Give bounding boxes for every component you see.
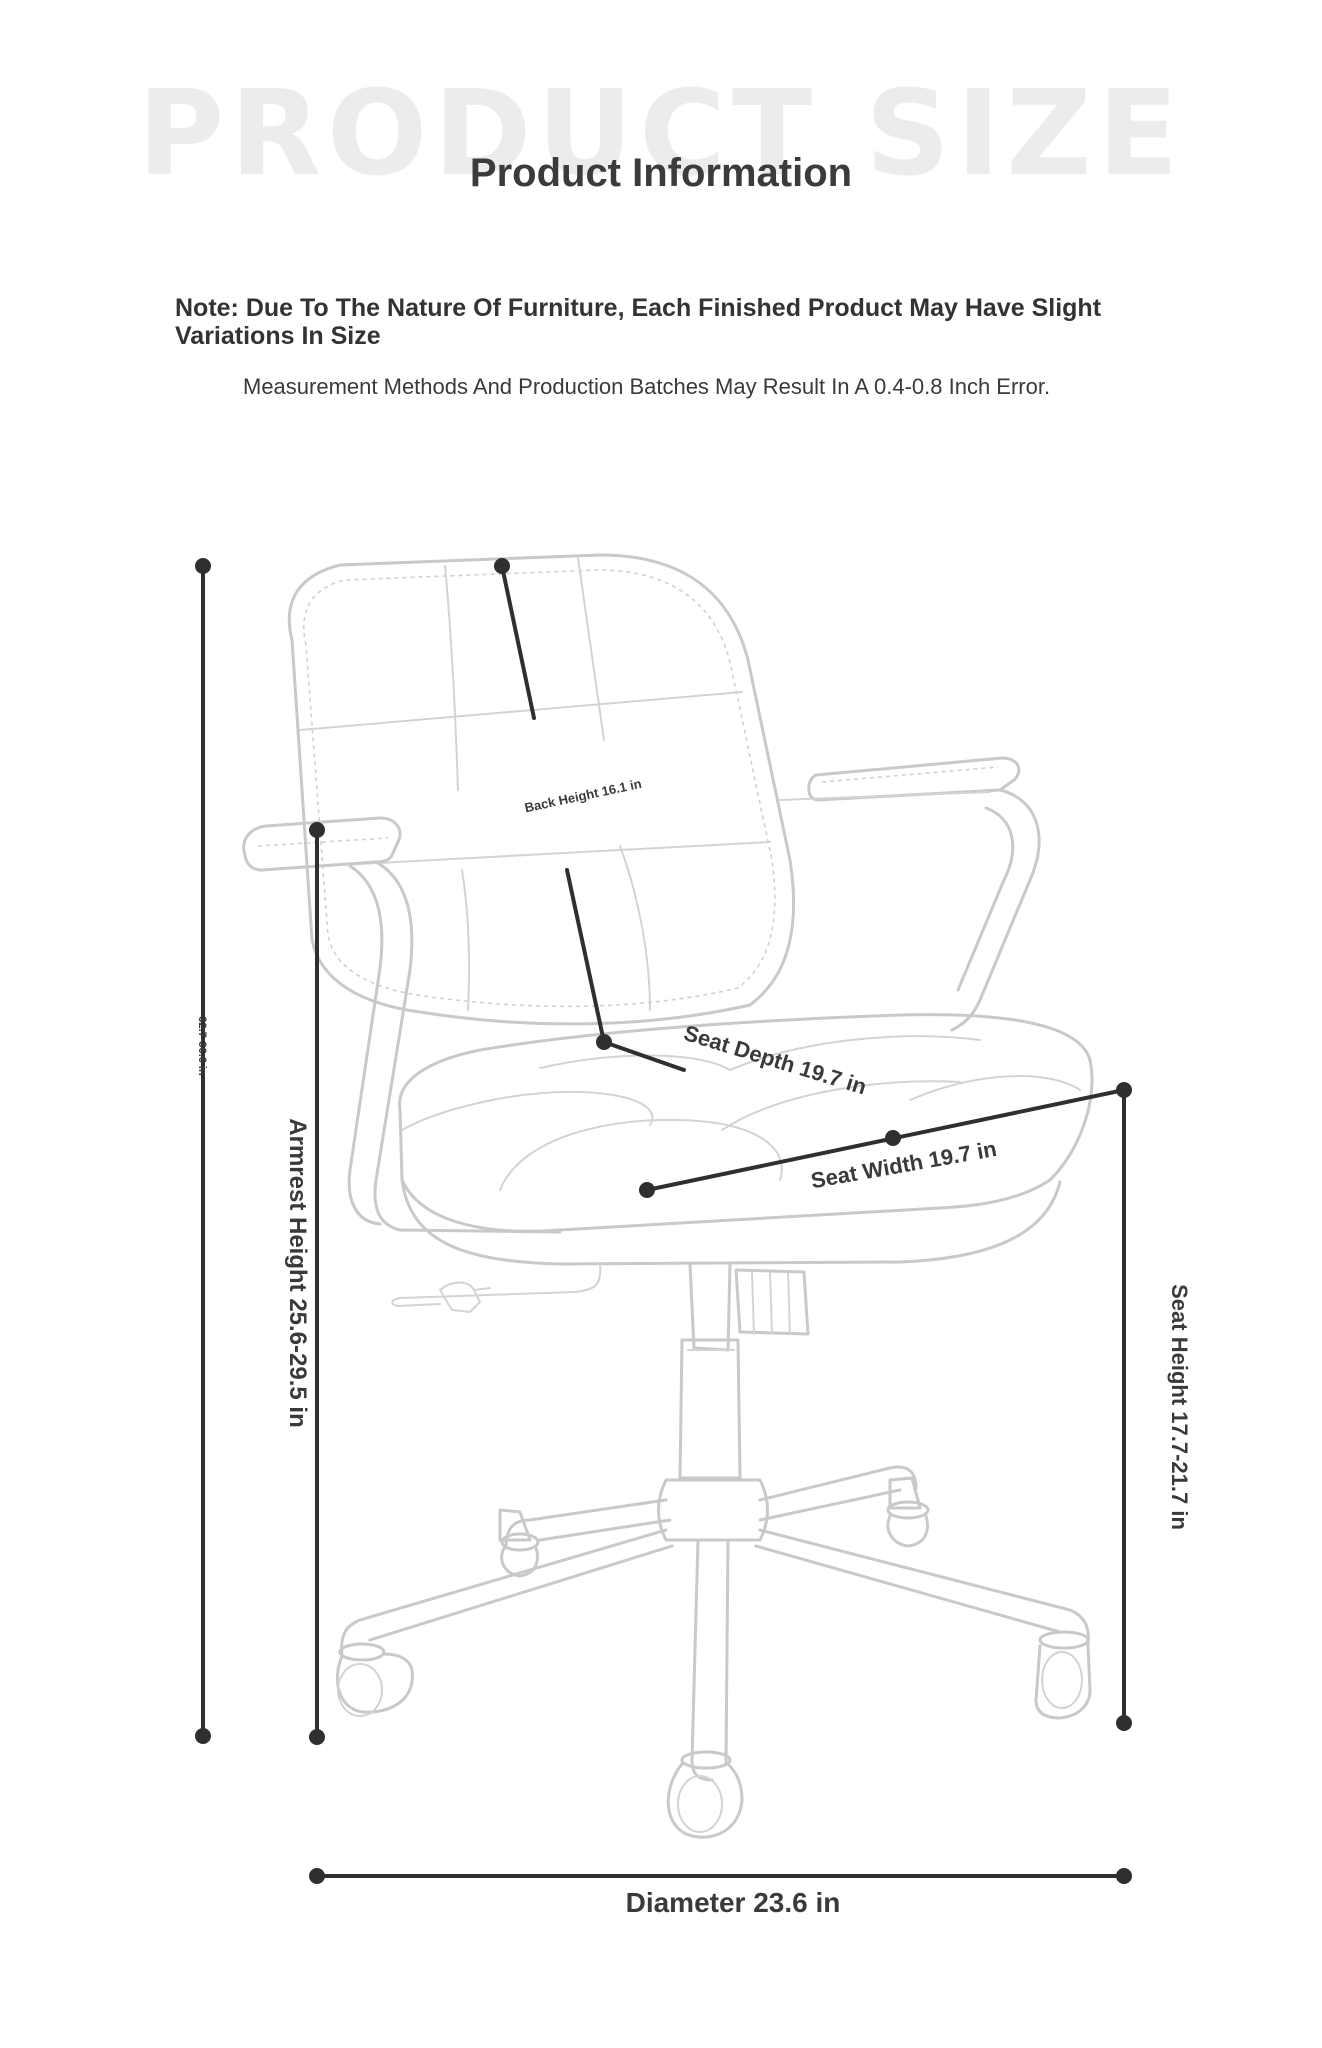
armrest-height-bottom-dot [309, 1729, 325, 1745]
overall-height-top-dot [195, 558, 211, 574]
measurement-error-note: Measurement Methods And Production Batch… [243, 374, 1051, 399]
dimension-lines [195, 558, 1132, 1884]
overall-height-bottom-dot [195, 1728, 211, 1744]
product-size-watermark: PRODUCT SIZE [137, 64, 1185, 202]
overall-height-label: 32.7-36.6 in [196, 1016, 208, 1076]
back-height-top-dot [494, 558, 510, 574]
back-height-label: Back Height 16.1 in [523, 776, 643, 815]
size-variation-note: Note: Due To The Nature Of Furniture, Ea… [175, 294, 1102, 350]
diameter-label: Diameter 23.6 in [626, 1887, 841, 1918]
back-height-line-lower [565, 868, 606, 1044]
chair-illustration [242, 553, 1094, 1839]
seat-width-label: Seat Width 19.7 in [809, 1136, 999, 1193]
back-height-line-upper [500, 564, 536, 720]
seat-depth-line [602, 1040, 686, 1072]
seat-height-bottom-dot [1116, 1715, 1132, 1731]
seat-width-left-dot [639, 1182, 655, 1198]
seat-height-label: Seat Height 17.7-21.7 in [1167, 1284, 1192, 1530]
diameter-left-dot [309, 1868, 325, 1884]
armrest-height-label: Armrest Height 25.6-29.5 in [284, 1118, 311, 1427]
armrest-height-top-dot [309, 822, 325, 838]
seat-width-mid-dot [885, 1130, 901, 1146]
diameter-right-dot [1116, 1868, 1132, 1884]
seat-depth-label: Seat Depth 19.7 in [681, 1020, 870, 1099]
page-title: Product Information [469, 151, 853, 195]
